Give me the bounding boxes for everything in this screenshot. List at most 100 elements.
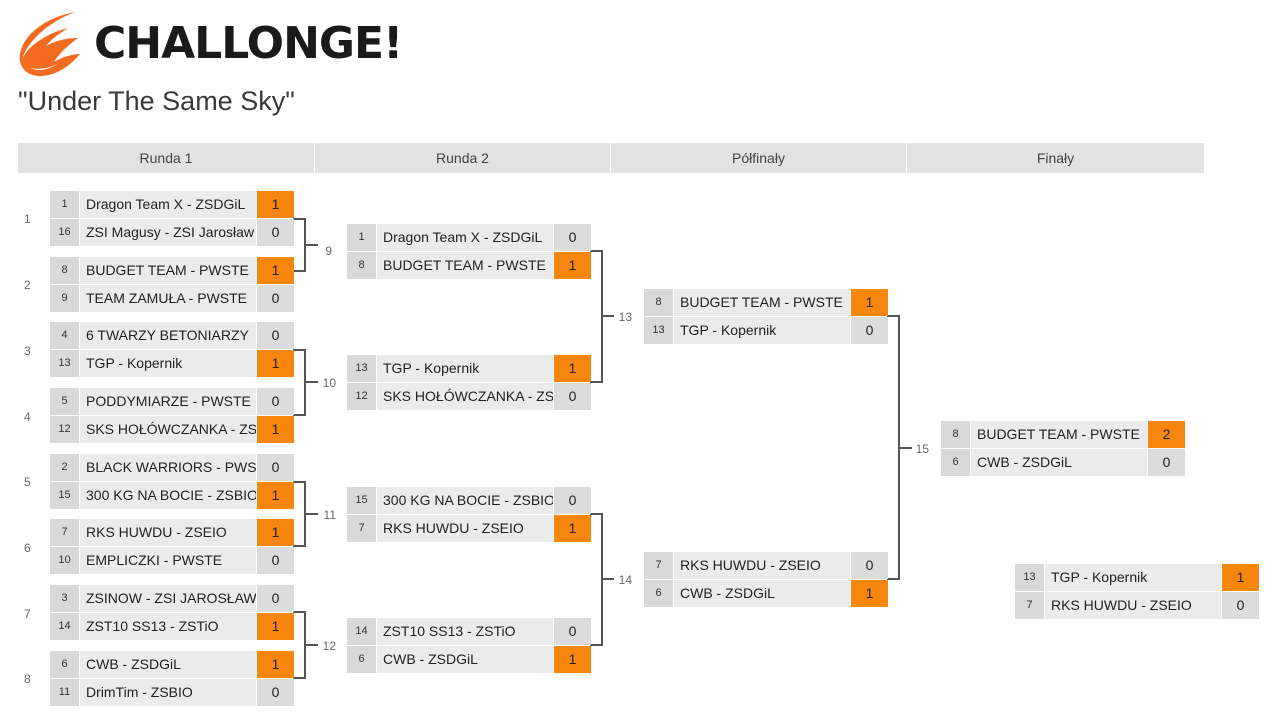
score: 0: [257, 454, 294, 481]
score-winner: 1: [851, 289, 888, 316]
participant-name: 6 TWARZY BETONIARZY: [80, 322, 256, 349]
participant-name: ZST10 SS13 - ZSTiO: [80, 613, 256, 640]
round1-side-number: 3: [24, 344, 31, 358]
round1-side-number: 8: [24, 672, 31, 686]
participant-name: BUDGET TEAM - PWSTE: [674, 289, 850, 316]
participant-name: SKS HOŁÓWCZANKA - ZS: [377, 383, 553, 410]
participant-name: RKS HUWDU - ZSEIO: [377, 515, 553, 542]
score: 0: [851, 317, 888, 344]
round-header-2: Runda 2: [315, 143, 610, 173]
score: 0: [257, 585, 294, 612]
participant-name: DrimTim - ZSBIO: [80, 679, 256, 706]
seed-number: 11: [50, 679, 79, 706]
participant-name: CWB - ZSDGiL: [971, 449, 1147, 476]
round1-side-number: 2: [24, 278, 31, 292]
seed-number: 13: [50, 350, 79, 377]
score: 0: [554, 618, 591, 645]
score: 0: [1148, 449, 1185, 476]
participant-name: TGP - Kopernik: [80, 350, 256, 377]
score-winner: 1: [257, 257, 294, 284]
score: 0: [257, 322, 294, 349]
seed-number: 12: [50, 416, 79, 443]
score-winner: 1: [257, 519, 294, 546]
seed-number: 6: [941, 449, 970, 476]
seed-number: 1: [347, 224, 376, 251]
participant-name: SKS HOŁÓWCZANKA - ZS: [80, 416, 256, 443]
participant-name: BLACK WARRIORS - PWSTE: [80, 454, 256, 481]
seed-number: 13: [1015, 564, 1044, 591]
round1-side-number: 6: [24, 541, 31, 555]
participant-name: PODDYMIARZE - PWSTE: [80, 388, 256, 415]
participant-name: BUDGET TEAM - PWSTE: [971, 421, 1147, 448]
round1-side-number: 7: [24, 607, 31, 621]
seed-number: 7: [347, 515, 376, 542]
seed-number: 8: [941, 421, 970, 448]
seed-number: 4: [50, 322, 79, 349]
score: 0: [554, 487, 591, 514]
seed-number: 8: [50, 257, 79, 284]
seed-number: 8: [644, 289, 673, 316]
seed-number: 5: [50, 388, 79, 415]
seed-number: 14: [50, 613, 79, 640]
score-winner: 1: [257, 191, 294, 218]
participant-name: TGP - Kopernik: [377, 355, 553, 382]
seed-number: 7: [1015, 592, 1044, 619]
seed-number: 10: [50, 547, 79, 574]
participant-name: RKS HUWDU - ZSEIO: [674, 552, 850, 579]
match-label: 11: [323, 508, 336, 522]
seed-number: 7: [644, 552, 673, 579]
score: 0: [257, 679, 294, 706]
seed-number: 13: [347, 355, 376, 382]
score-winner: 1: [257, 651, 294, 678]
participant-name: ZST10 SS13 - ZSTiO: [377, 618, 553, 645]
